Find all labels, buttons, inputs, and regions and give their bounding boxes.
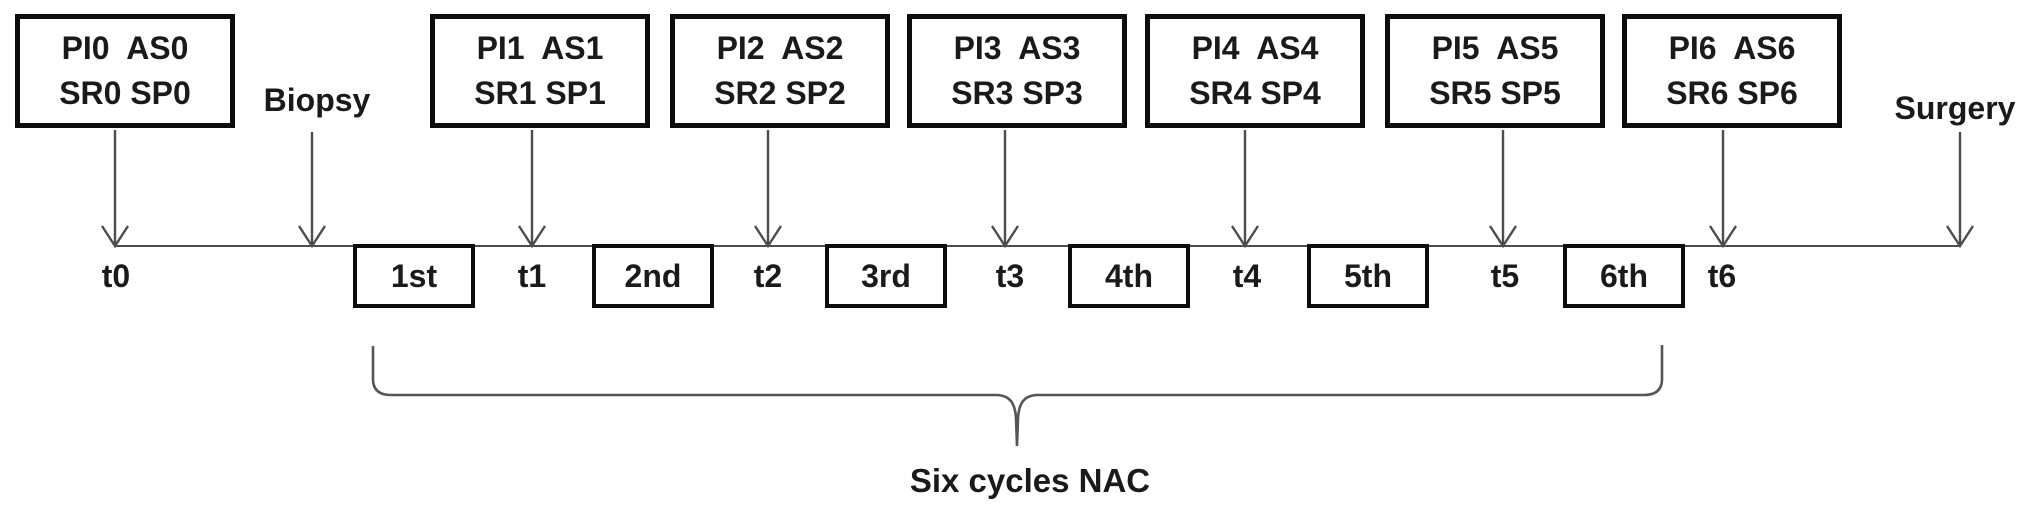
assessment-box-1-line1: PI1 AS1 (476, 30, 604, 66)
cycle-box-5th: 5th (1307, 244, 1429, 308)
cycle-box-3rd: 3rd (825, 244, 947, 308)
assessment-box-0-line2: SR0 SP0 (59, 75, 191, 111)
timepoint-t5: t5 (1490, 258, 1520, 294)
cycle-box-2nd: 2nd (592, 244, 714, 308)
assessment-box-4-line1: PI4 AS4 (1191, 30, 1319, 66)
assessment-box-5: PI5 AS5 SR5 SP5 (1385, 14, 1605, 128)
assessment-box-0-line1: PI0 AS0 (61, 30, 189, 66)
assessment-box-2-line1: PI2 AS2 (716, 30, 844, 66)
assessment-box-2-line2: SR2 SP2 (714, 75, 846, 111)
assessment-box-1: PI1 AS1 SR1 SP1 (430, 14, 650, 128)
arrow-t6-icon (1708, 130, 1738, 249)
down-arrow-icons (100, 130, 1975, 249)
timepoint-t1: t1 (517, 258, 547, 294)
brace-icon (371, 345, 1664, 447)
arrow-biopsy-icon (297, 132, 327, 249)
assessment-box-0: PI0 AS0 SR0 SP0 (15, 14, 235, 128)
timepoint-t2: t2 (753, 258, 783, 294)
assessment-box-2: PI2 AS2 SR2 SP2 (670, 14, 890, 128)
timepoint-t6: t6 (1707, 258, 1737, 294)
arrow-t5-icon (1488, 130, 1518, 249)
cycle-box-1st: 1st (353, 244, 475, 308)
brace-label: Six cycles NAC (909, 462, 1151, 499)
assessment-box-4-line2: SR4 SP4 (1189, 75, 1321, 111)
arrow-t1-icon (517, 130, 547, 249)
arrow-surgery-icon (1945, 132, 1975, 249)
arrow-t0-icon (100, 130, 130, 249)
assessment-box-1-line2: SR1 SP1 (474, 75, 606, 111)
cycle-box-4th: 4th (1068, 244, 1190, 308)
assessment-box-6: PI6 AS6 SR6 SP6 (1622, 14, 1842, 128)
assessment-box-3-line2: SR3 SP3 (951, 75, 1083, 111)
assessment-box-3: PI3 AS3 SR3 SP3 (907, 14, 1127, 128)
assessment-box-4: PI4 AS4 SR4 SP4 (1145, 14, 1365, 128)
timepoint-t4: t4 (1232, 258, 1262, 294)
arrow-t3-icon (990, 130, 1020, 249)
assessment-box-5-line1: PI5 AS5 (1431, 30, 1559, 66)
timepoint-t0: t0 (101, 258, 131, 294)
biopsy-label: Biopsy (263, 82, 371, 118)
assessment-box-6-line1: PI6 AS6 (1668, 30, 1796, 66)
arrow-t2-icon (753, 130, 783, 249)
surgery-label: Surgery (1894, 90, 2016, 126)
assessment-box-3-line1: PI3 AS3 (953, 30, 1081, 66)
assessment-box-5-line2: SR5 SP5 (1429, 75, 1561, 111)
cycle-box-6th: 6th (1563, 244, 1685, 308)
timepoint-t3: t3 (995, 258, 1025, 294)
arrow-t4-icon (1230, 130, 1260, 249)
assessment-box-6-line2: SR6 SP6 (1666, 75, 1798, 111)
